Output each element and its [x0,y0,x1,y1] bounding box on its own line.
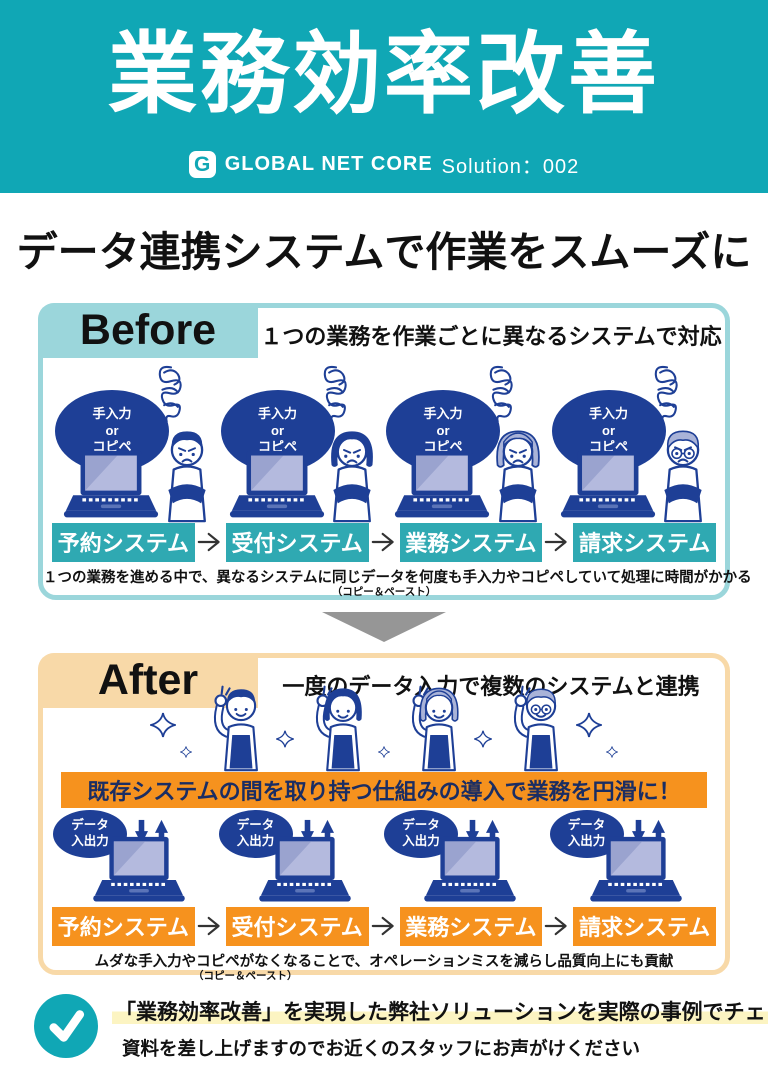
sparkle-icon [606,746,618,758]
cta-line2: 資料を差し上げますのでお近くのスタッフにお声がけください [122,1038,641,1059]
system-box-business: 業務システム [399,522,543,562]
system-box-reception: 受付システム [225,522,369,562]
flow-arrow-icon [197,915,224,937]
flow-arrow-icon [544,531,571,553]
before-footer-text: １つの業務を進める中で、異なるシステムに同じデータを何度も手入力やコピペしていて… [43,570,752,586]
laptop-icon [255,836,355,906]
laptop-icon [59,450,163,522]
system-box-reservation: 予約システム [52,522,195,562]
before-worker-1: 手入力 or コピペ [53,364,219,524]
system-box-reception: 受付システム [225,906,369,946]
page-title: 業務効率改善 [108,24,660,124]
down-triangle-icon [322,612,446,642]
manual-input-bubble: 手入力 or コピペ [551,390,666,472]
after-systems-row: 予約システム 受付システム 業務システム 請求システム [52,906,716,946]
before-worker-2: 手入力 or コピペ [219,364,385,524]
brand-row: G GLOBAL NET CORE Solution：002 [0,150,768,179]
flow-arrow-icon [544,915,571,937]
frustrated-older-man-icon [651,424,715,524]
after-io-4: データ 入出力 [549,810,716,906]
after-footer-note: （コピー＆ペースト） [193,970,298,982]
sparkle-icon [378,746,390,758]
hero-header: 業務効率改善 G GLOBAL NET CORE Solution：002 [0,0,768,193]
sparkle-icon [474,730,492,748]
happy-older-woman-icon [394,684,470,772]
check-icon [34,994,98,1058]
frustrated-older-woman-icon [486,424,550,524]
after-panel: After 一度のデータ入力で複数のシステムと連携 既存システムの間を取り持つ仕… [38,653,730,982]
frustrated-man-icon [155,424,219,524]
before-caption: １つの業務を作業ごとに異なるシステムで対応 [260,324,722,349]
happy-man-icon [196,684,272,772]
system-box-reservation: 予約システム [52,906,195,946]
frustrated-woman-icon [320,424,384,524]
flow-arrow-icon [371,915,398,937]
before-worker-4: 手入力 or コピペ [550,364,716,524]
before-label: Before [38,303,258,358]
g-logo-icon: G [188,151,216,178]
before-workers-row: 手入力 or コピペ 手入力 or コピペ [53,364,715,524]
before-worker-3: 手入力 or コピペ [384,364,550,524]
after-happy-row [43,708,725,772]
solution-number: Solution：002 [441,156,580,178]
laptop-icon [420,836,520,906]
laptop-icon [586,836,686,906]
system-box-billing: 請求システム [573,522,716,562]
before-panel: Before １つの業務を作業ごとに異なるシステムで対応 手入力 or コピペ … [38,303,752,600]
laptop-icon [89,836,189,906]
after-io-2: データ 入出力 [218,810,385,906]
after-io-row: データ 入出力 データ 入出力 [53,810,715,906]
brand-name: GLOBAL NET CORE [224,153,433,175]
cta-text: 「業務効率改善」を実現した弊社ソリューションを実際の事例でチェック 資料を差し上… [112,994,768,1061]
sparkle-icon [180,746,192,758]
laptop-icon [390,450,494,522]
cta-line1: 「業務効率改善」を実現した弊社ソリューションを実際の事例でチェック [112,996,768,1026]
after-banner: 既存システムの間を取り持つ仕組みの導入で業務を円滑に！ [61,772,707,808]
happy-older-man-icon [496,684,572,772]
sparkle-icon [576,712,602,738]
system-box-business: 業務システム [399,906,543,946]
happy-woman-icon [298,684,374,772]
sparkle-icon [276,730,294,748]
before-footer-note: （コピー＆ペースト） [331,586,437,598]
flow-arrow-icon [197,531,224,553]
after-footer-text: ムダな手入力やコピペがなくなることで、オペレーションミスを減らし品質向上にも貢献 [94,954,674,970]
cta-section: 「業務効率改善」を実現した弊社ソリューションを実際の事例でチェック 資料を差し上… [34,994,768,1061]
after-io-1: データ 入出力 [53,810,219,906]
laptop-icon [556,450,660,522]
after-io-3: データ 入出力 [384,810,550,906]
page-heading: データ連携システムで作業をスムーズに [16,229,752,275]
before-systems-row: 予約システム 受付システム 業務システム 請求システム [52,522,716,562]
sparkle-icon [150,712,176,738]
flow-arrow-icon [371,531,398,553]
system-box-billing: 請求システム [573,906,716,946]
laptop-icon [225,450,329,522]
